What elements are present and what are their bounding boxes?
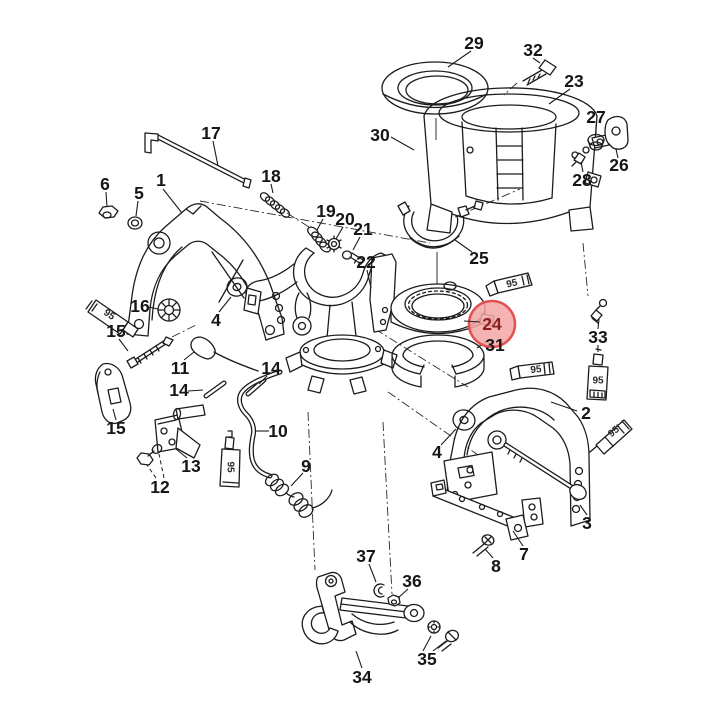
- part-32-bolt: [522, 59, 557, 86]
- part-4-washer-lower: [452, 409, 476, 431]
- part-15-adjust-screw: [126, 336, 174, 369]
- callout-5[interactable]: 5: [134, 183, 144, 203]
- highlight-circle[interactable]: [467, 299, 517, 349]
- callout-28[interactable]: 28: [572, 170, 592, 190]
- callout-15-a[interactable]: 15: [106, 321, 126, 341]
- part-9-springs: [264, 473, 333, 518]
- part-22-swivel-bracket: [243, 247, 398, 395]
- callout-37[interactable]: 37: [356, 546, 375, 566]
- lubricant-tube-95-mid-vertical: 95: [219, 430, 241, 488]
- lubricant-bottle-95: [586, 348, 609, 401]
- callout-9[interactable]: 9: [301, 456, 311, 476]
- part-21-screw: [341, 250, 364, 266]
- part-10-tilt-lock-rod: [236, 369, 283, 479]
- callout-36[interactable]: 36: [402, 571, 422, 591]
- part-23-swivel-housing: [423, 87, 610, 234]
- callout-22[interactable]: 22: [356, 252, 376, 272]
- highlighted-callout-24[interactable]: 24: [463, 299, 517, 349]
- callout-29[interactable]: 29: [464, 33, 484, 53]
- part-17-tilt-rod: [144, 132, 252, 189]
- part-33-grease-fitting: [590, 298, 608, 324]
- part-8-screw: [472, 534, 495, 557]
- lubricant-tube-95-upper-left: 95: [85, 299, 139, 338]
- lubricant-tube-95-near-24: 95: [485, 272, 533, 297]
- callout-14-b[interactable]: 14: [169, 380, 189, 400]
- tube-label: 95: [530, 364, 543, 376]
- part-1-clamp-bracket-port: [126, 203, 286, 341]
- callout-7[interactable]: 7: [519, 544, 529, 564]
- tube-label: 95: [505, 277, 519, 290]
- part-28-fitting: [571, 146, 590, 167]
- part-31-split-ring: [391, 334, 485, 388]
- callout-15-b[interactable]: 15: [106, 418, 126, 438]
- part-2-clamp-bracket-starboard: [443, 387, 591, 528]
- tube-label: 95: [225, 461, 236, 473]
- callout-26[interactable]: 26: [609, 155, 629, 175]
- part-26-anode-block: [604, 115, 629, 150]
- part-16-splined-bushing: [157, 298, 181, 322]
- callout-24[interactable]: 24: [482, 314, 502, 334]
- part-13-cam-bracket: [154, 404, 206, 459]
- callout-16[interactable]: 16: [130, 296, 150, 316]
- part-6-nut: [98, 205, 119, 219]
- callout-13[interactable]: 13: [181, 456, 201, 476]
- callout-6[interactable]: 6: [100, 174, 110, 194]
- callout-33[interactable]: 33: [588, 327, 608, 347]
- callout-34[interactable]: 34: [352, 667, 372, 687]
- callout-30[interactable]: 30: [370, 125, 390, 145]
- callout-27[interactable]: 27: [586, 107, 605, 127]
- callout-3[interactable]: 3: [582, 513, 592, 533]
- callout-2[interactable]: 2: [581, 403, 591, 423]
- callout-12[interactable]: 12: [150, 477, 170, 497]
- highlight-leader: [463, 320, 481, 323]
- part-5-washer: [127, 216, 143, 230]
- leader-lines: [105, 50, 619, 669]
- tube-label: 95: [592, 376, 604, 387]
- part-14-pin-b: [203, 380, 227, 399]
- lubricant-tube-95-near-2: 95: [589, 419, 633, 455]
- callout-labels: 29 32 23 27 26 28 30 17 18 6 5 1 19 20 2…: [100, 33, 629, 687]
- part-12-bolt: [136, 443, 163, 466]
- callout-17[interactable]: 17: [201, 123, 220, 143]
- callout-18[interactable]: 18: [261, 166, 281, 186]
- callout-20[interactable]: 20: [335, 209, 355, 229]
- callout-19[interactable]: 19: [316, 201, 336, 221]
- part-25-clamp-band: [397, 200, 484, 249]
- part-20-lock-washer: [326, 235, 342, 253]
- part-11-knob: [190, 336, 259, 372]
- lubricant-tube-95-near-31: 95: [509, 361, 555, 381]
- part-37-clip: [373, 583, 385, 598]
- callout-25[interactable]: 25: [469, 248, 489, 268]
- callout-4-a[interactable]: 4: [211, 310, 221, 330]
- callout-8[interactable]: 8: [491, 556, 501, 576]
- callout-11[interactable]: 11: [171, 358, 190, 378]
- part-15-reverse-lock-lever: [94, 362, 132, 425]
- callout-10[interactable]: 10: [268, 421, 288, 441]
- part-19-spring: [307, 226, 331, 253]
- part-7-transom-plate: [430, 479, 529, 541]
- callout-23[interactable]: 23: [564, 71, 584, 91]
- centerlines: [171, 82, 589, 595]
- callout-21[interactable]: 21: [353, 219, 373, 239]
- callout-1[interactable]: 1: [156, 170, 166, 190]
- part-29-thrust-ring: [381, 61, 489, 115]
- callout-14-a[interactable]: 14: [261, 358, 281, 378]
- callout-35[interactable]: 35: [417, 649, 437, 669]
- part-34-steering-hook-bracket: [301, 571, 425, 645]
- callout-32[interactable]: 32: [523, 40, 543, 60]
- callout-4-b[interactable]: 4: [432, 442, 442, 462]
- part-4-washer-upper: [226, 277, 248, 297]
- part-3-pivot-bolt: [503, 442, 587, 501]
- part-18-spring: [259, 192, 291, 218]
- part-36-nut: [387, 594, 401, 607]
- lubricant-bottle-95-label: 95: [592, 376, 604, 387]
- callout-31[interactable]: 31: [485, 335, 505, 355]
- part-35-washer-screw: [427, 620, 460, 652]
